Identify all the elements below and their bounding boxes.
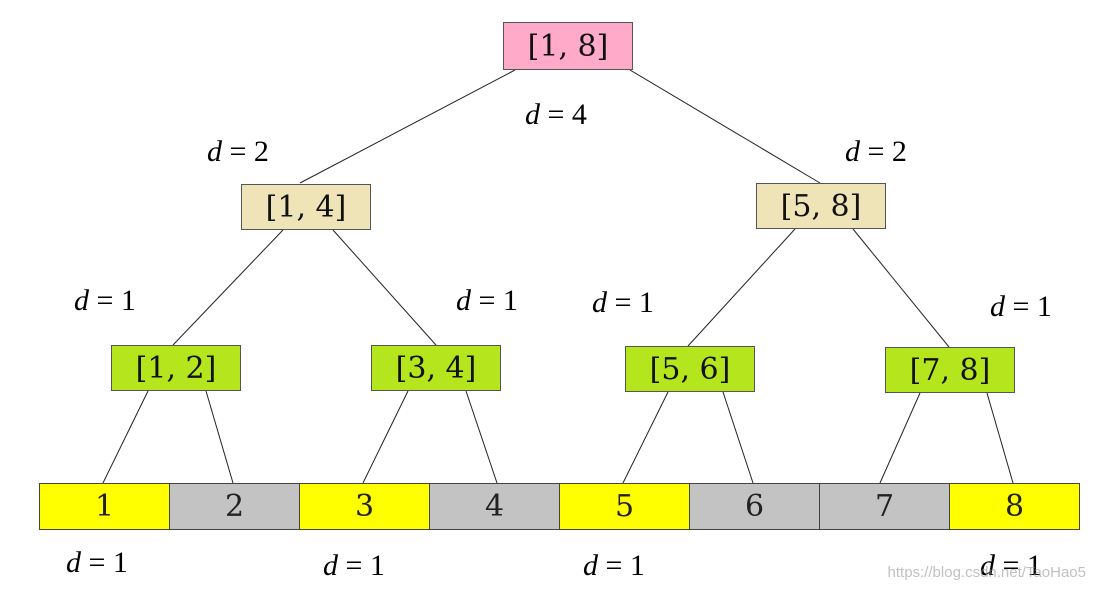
tree-node-n56: [5, 6] [625,346,755,392]
tree-edge [986,392,1014,484]
leaf-cell-2: 2 [169,483,299,530]
equals-sign: = [598,549,630,582]
tree-edge [687,228,796,347]
leaf-cell-4: 4 [429,483,559,530]
tree-node-n18: [1, 8] [503,22,633,70]
tree-edge [102,390,149,484]
tree-edge [362,390,409,484]
depth-value: 1 [369,549,385,582]
equals-sign: = [222,135,254,168]
depth-variable: d [66,546,81,579]
equals-sign: = [89,284,121,317]
depth-value: 2 [253,135,269,168]
depth-variable: d [207,135,222,168]
leaf-cell-3: 3 [299,483,429,530]
tree-edge [172,229,284,346]
depth-label: d = 1 [74,284,136,318]
depth-label: d = 1 [583,549,645,583]
depth-variable: d [845,135,860,168]
equals-sign: = [338,549,370,582]
equals-sign: = [81,546,113,579]
equals-sign: = [995,549,1027,582]
depth-value: 1 [629,549,645,582]
leaf-cell-6: 6 [689,483,819,530]
depth-label: d = 2 [207,135,269,169]
leaf-cell-7: 7 [819,483,949,530]
tree-edge [332,229,437,346]
tree-edge [622,391,669,484]
depth-label: d = 1 [66,546,128,580]
leaf-cell-5: 5 [559,483,689,530]
depth-label: d = 1 [456,284,518,318]
depth-value: 1 [502,284,518,317]
equals-sign: = [860,135,892,168]
depth-value: 4 [571,98,587,131]
depth-label: d = 1 [592,286,654,320]
depth-value: 1 [120,284,136,317]
tree-node-n34: [3, 4] [371,345,501,391]
tree-node-n78: [7, 8] [885,347,1015,393]
tree-edge [879,392,921,484]
tree-node-n12: [1, 2] [111,345,241,391]
tree-edge [299,69,516,184]
tree-edge [852,228,950,348]
depth-value: 2 [891,135,907,168]
depth-variable: d [74,284,89,317]
depth-variable: d [456,284,471,317]
tree-edge [722,391,754,484]
leaf-cell-1: 1 [39,483,169,530]
depth-variable: d [323,549,338,582]
tree-edge [465,390,498,484]
equals-sign: = [540,98,572,131]
depth-value: 1 [112,546,128,579]
tree-edge [629,69,821,184]
depth-label: d = 2 [845,135,907,169]
equals-sign: = [471,284,503,317]
depth-variable: d [592,286,607,319]
depth-label: d = 1 [990,290,1052,324]
tree-node-n14: [1, 4] [241,184,371,230]
equals-sign: = [1005,290,1037,323]
watermark: https://blog.csdn.net/TaoHao5 [887,564,1086,581]
depth-variable: d [990,290,1005,323]
equals-sign: = [607,286,639,319]
tree-node-n58: [5, 8] [756,183,886,229]
depth-label: d = 1 [980,549,1042,583]
depth-value: 1 [638,286,654,319]
depth-value: 1 [1026,549,1042,582]
depth-variable: d [980,549,995,582]
tree-edge [205,390,234,484]
depth-label: d = 4 [525,98,587,132]
depth-variable: d [525,98,540,131]
depth-value: 1 [1036,290,1052,323]
depth-variable: d [583,549,598,582]
depth-label: d = 1 [323,549,385,583]
leaf-cell-8: 8 [949,483,1080,530]
